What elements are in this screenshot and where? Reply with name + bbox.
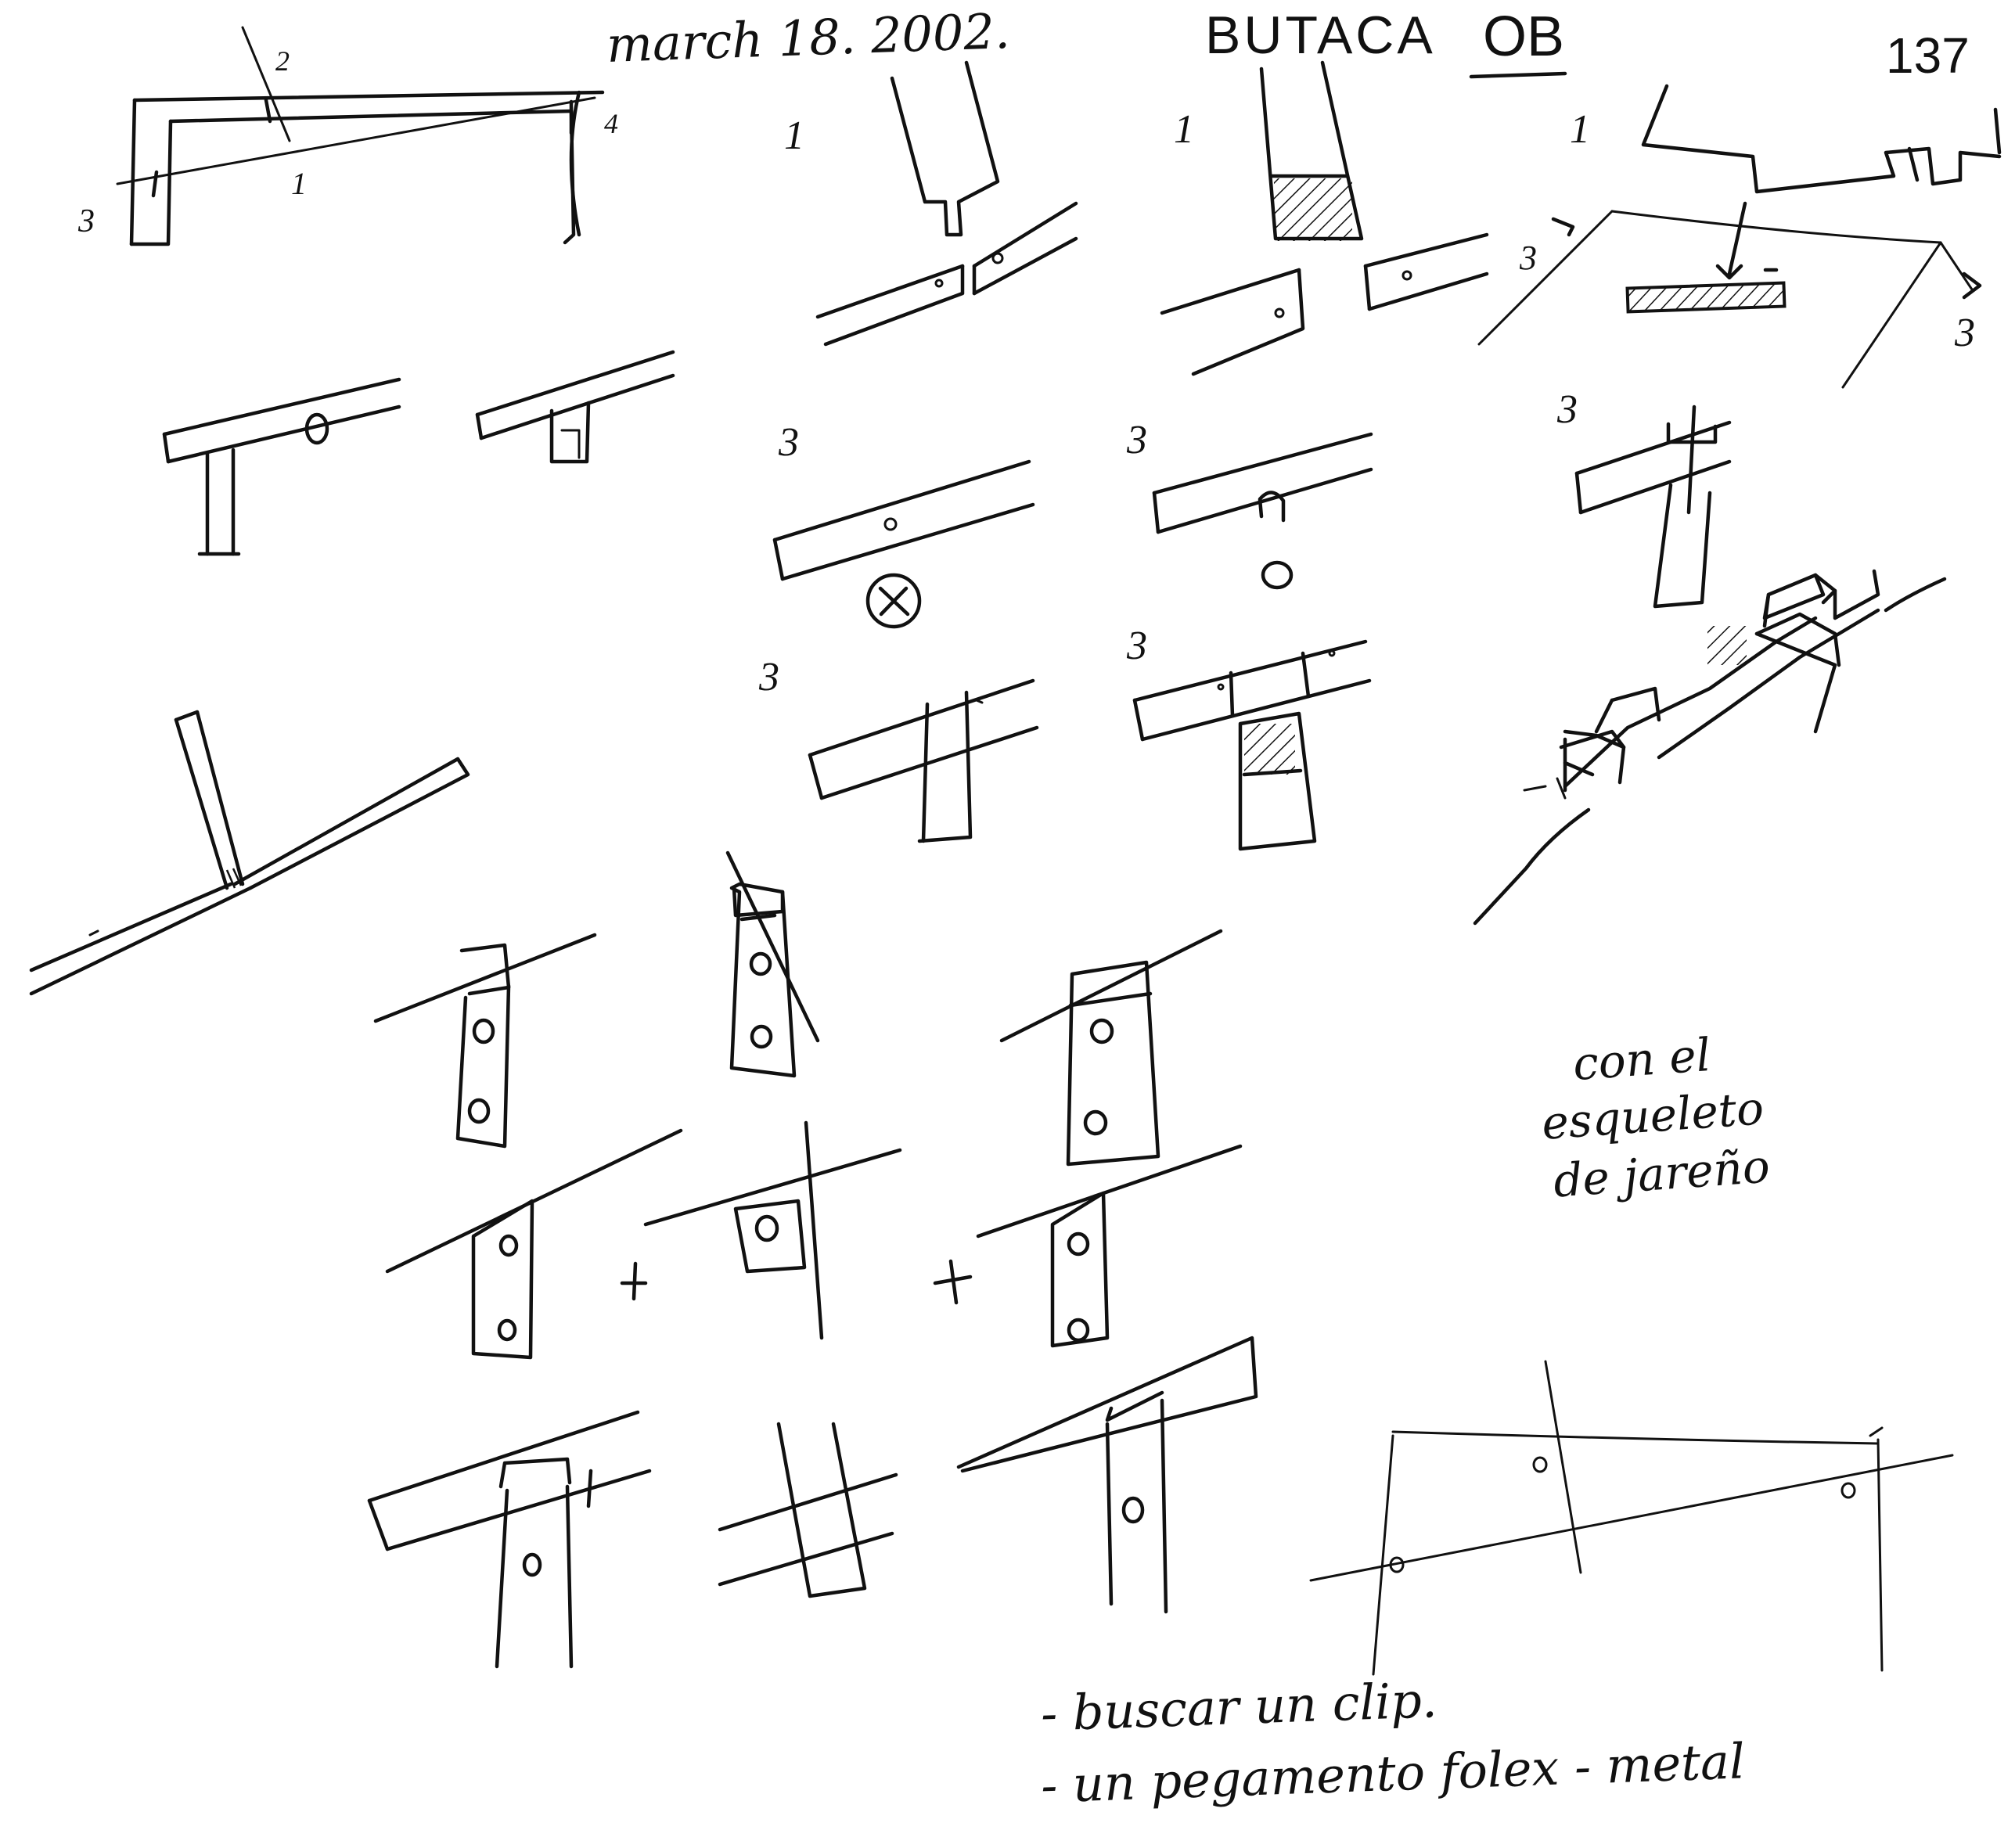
label-1-detail-a: 1 [784, 113, 804, 158]
overview-frame-sketch [116, 26, 605, 246]
plate-connector-6 [976, 1144, 1243, 1348]
detail-isometric-lap [1473, 569, 1947, 926]
label-1-detail-b: 1 [1174, 107, 1194, 152]
detail-rail-clip [475, 350, 675, 464]
plate-connector-3 [999, 929, 1223, 1167]
frame-with-holes [1309, 1360, 1954, 1676]
label-3-detail-c: 3 [1557, 387, 1578, 432]
detail-post-with-hole [367, 1410, 652, 1669]
detail-rail-screw [772, 459, 1035, 629]
detail-post-thick-rail [956, 1336, 1258, 1614]
page-number: 137 [1886, 27, 1970, 84]
label-3-detail-a: 3 [779, 420, 799, 465]
detail-cross-joint [718, 1422, 898, 1598]
label-3-frame-left: 3 [1520, 239, 1537, 277]
plus-sign-2 [933, 1259, 973, 1305]
detail-rail-post-hole [162, 377, 401, 556]
label-3-detail-e: 3 [1127, 624, 1147, 668]
detail-angled-junction [29, 710, 470, 996]
detail-tenon-through [1574, 404, 1732, 609]
label-4-overview: 4 [604, 108, 618, 139]
detail-hatched-post [1160, 60, 1489, 376]
label-1-overview: 1 [291, 166, 307, 201]
detail-post-under-rail [808, 678, 1039, 843]
sketch-code: OB [1483, 5, 1565, 68]
plate-connector-4 [385, 1128, 683, 1360]
label-3-detail-b: 3 [1127, 418, 1147, 462]
label-3-frame-right: 3 [1955, 311, 1975, 355]
detail-segmented-rail [1132, 639, 1372, 851]
title-underline [1469, 71, 1567, 79]
sketch-title: BUTACA [1205, 5, 1436, 65]
plate-connector-5 [643, 1120, 902, 1340]
plate-connector-1 [373, 933, 597, 1149]
detail-stepped-slot [1477, 84, 2002, 389]
plate-connector-2 [725, 850, 820, 1078]
detail-rail-bracket [1152, 432, 1373, 590]
label-3-detail-d: 3 [759, 655, 779, 699]
plus-sign-1 [620, 1261, 648, 1301]
label-1-detail-c: 1 [1570, 107, 1590, 152]
label-2-overview: 2 [275, 45, 290, 77]
detail-tongue-joint [815, 60, 1078, 347]
label-3-overview: 3 [78, 203, 95, 239]
